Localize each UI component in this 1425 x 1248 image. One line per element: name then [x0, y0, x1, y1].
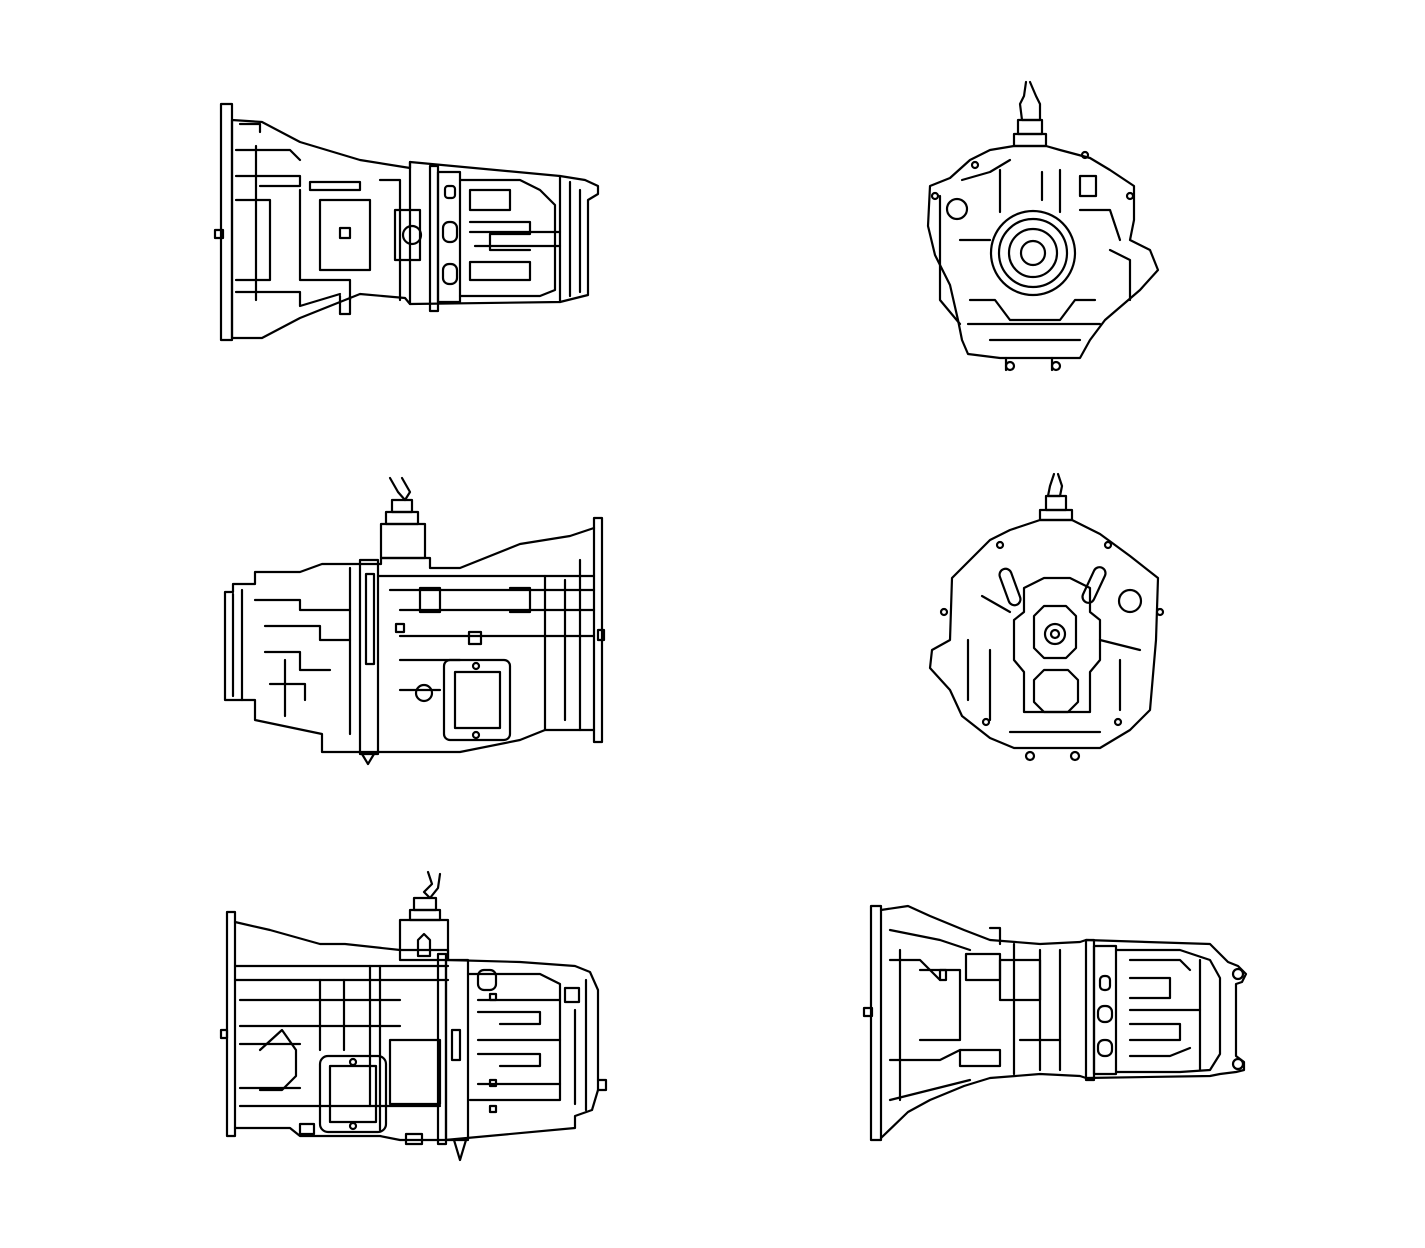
transmission-view-top — [862, 904, 1248, 1142]
transmission-view-front-end — [926, 80, 1160, 372]
transmission-view-side-left-shifter — [219, 870, 608, 1162]
transmission-view-rear-end — [928, 472, 1165, 762]
transmission-view-side-right-shifter — [223, 476, 606, 766]
transmission-view-side-left — [213, 102, 600, 342]
